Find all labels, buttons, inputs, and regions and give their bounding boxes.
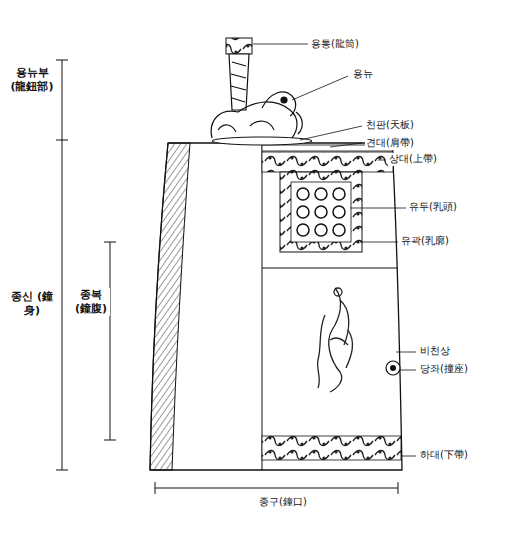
part-label: 당좌(撞座) <box>419 363 469 376</box>
part-label: 천판(天板) <box>365 119 415 132</box>
part-label: 비천상 <box>419 345 451 358</box>
part-label: 하대(下帶) <box>419 449 469 462</box>
label-group: 종복 (鐘腹) <box>72 288 110 316</box>
part-label: 견대(肩帶) <box>365 137 415 150</box>
part-label: 상대(上帶) <box>388 153 438 166</box>
part-label: 유곽(乳廓) <box>400 235 450 248</box>
dimension-label: 종구(鐘口) <box>258 496 308 509</box>
part-label: 용뉴 <box>352 68 374 81</box>
part-label: 용통(龍筒) <box>310 38 360 51</box>
part-label: 유두(乳頭) <box>408 201 458 214</box>
label-group: 종신 (鐘身) <box>8 290 56 318</box>
label-group: 용뉴부 (龍鈕部) <box>8 66 56 94</box>
